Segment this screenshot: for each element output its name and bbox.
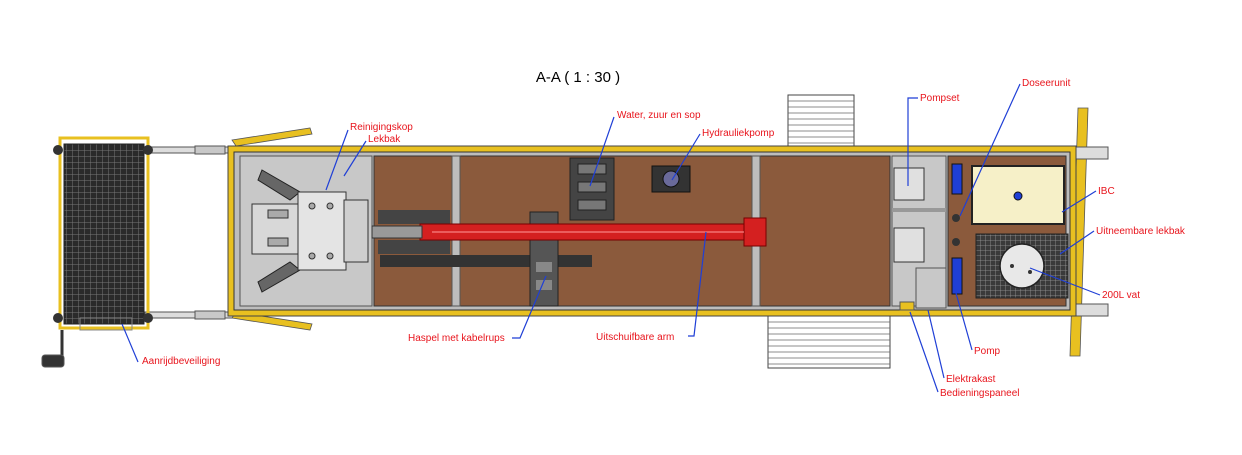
leader-lines (121, 83, 1101, 393)
leader-aanrijdbeveiliging (121, 323, 139, 363)
leader-haspel (512, 275, 547, 339)
label-uitschuifbare-arm: Uitschuifbare arm (596, 332, 674, 343)
label-haspel: Haspel met kabelrups (408, 333, 505, 344)
leader-lekbak-uitneem (1059, 230, 1095, 255)
label-elektrakast: Elektrakast (946, 374, 996, 385)
label-pomp: Pomp (974, 346, 1001, 357)
leader-bedieningspaneel (909, 311, 939, 393)
label-reinigingskop: Reinigingskop (350, 122, 413, 133)
leader-doseerunit (959, 83, 1021, 217)
cleaning-head (251, 169, 369, 293)
label-uitneembare-lekbak: Uitneembare lekbak (1096, 226, 1186, 237)
leader-reinigingskop (325, 129, 349, 191)
label-bedieningspaneel: Bedieningspaneel (940, 388, 1020, 399)
leader-hydrauliekpomp (671, 133, 701, 181)
label-pompset: Pompset (920, 93, 960, 104)
electrical-cabinet (915, 267, 947, 309)
leader-lekbak (343, 140, 367, 177)
top-ramp (787, 94, 855, 148)
extendable-arm (371, 217, 767, 247)
label-hydrauliekpomp: Hydrauliekpomp (702, 128, 775, 139)
water-acid-soap-tanks (569, 157, 615, 221)
leader-elektrakast (927, 309, 945, 379)
label-lekbak: Lekbak (368, 134, 401, 145)
label-ibc: IBC (1098, 186, 1115, 197)
pump-set (893, 167, 925, 263)
control-panel (899, 301, 915, 311)
leader-arm (688, 231, 707, 337)
leader-pomp (953, 285, 973, 351)
drum-200l (999, 243, 1045, 289)
side-rail-right (1069, 107, 1109, 357)
label-aanrijdbeveiliging: Aanrijdbeveiliging (142, 356, 220, 367)
leader-pompset (907, 97, 918, 186)
label-water: Water, zuur en sop (617, 110, 701, 121)
bottom-ramp (767, 315, 891, 369)
drawing-title: A-A ( 1 : 30 ) (536, 69, 620, 86)
leader-water (589, 116, 615, 187)
label-vat: 200L vat (1102, 290, 1140, 301)
pumps (951, 163, 963, 295)
hydraulic-pump (651, 165, 691, 193)
labels: Reinigingskop Lekbak Water, zuur en sop … (142, 78, 1186, 399)
leader-vat (1029, 267, 1101, 296)
ibc-container (971, 165, 1065, 225)
collision-protection-frame (53, 136, 153, 331)
leader-ibc (1061, 190, 1097, 213)
label-doseerunit: Doseerunit (1022, 78, 1071, 89)
